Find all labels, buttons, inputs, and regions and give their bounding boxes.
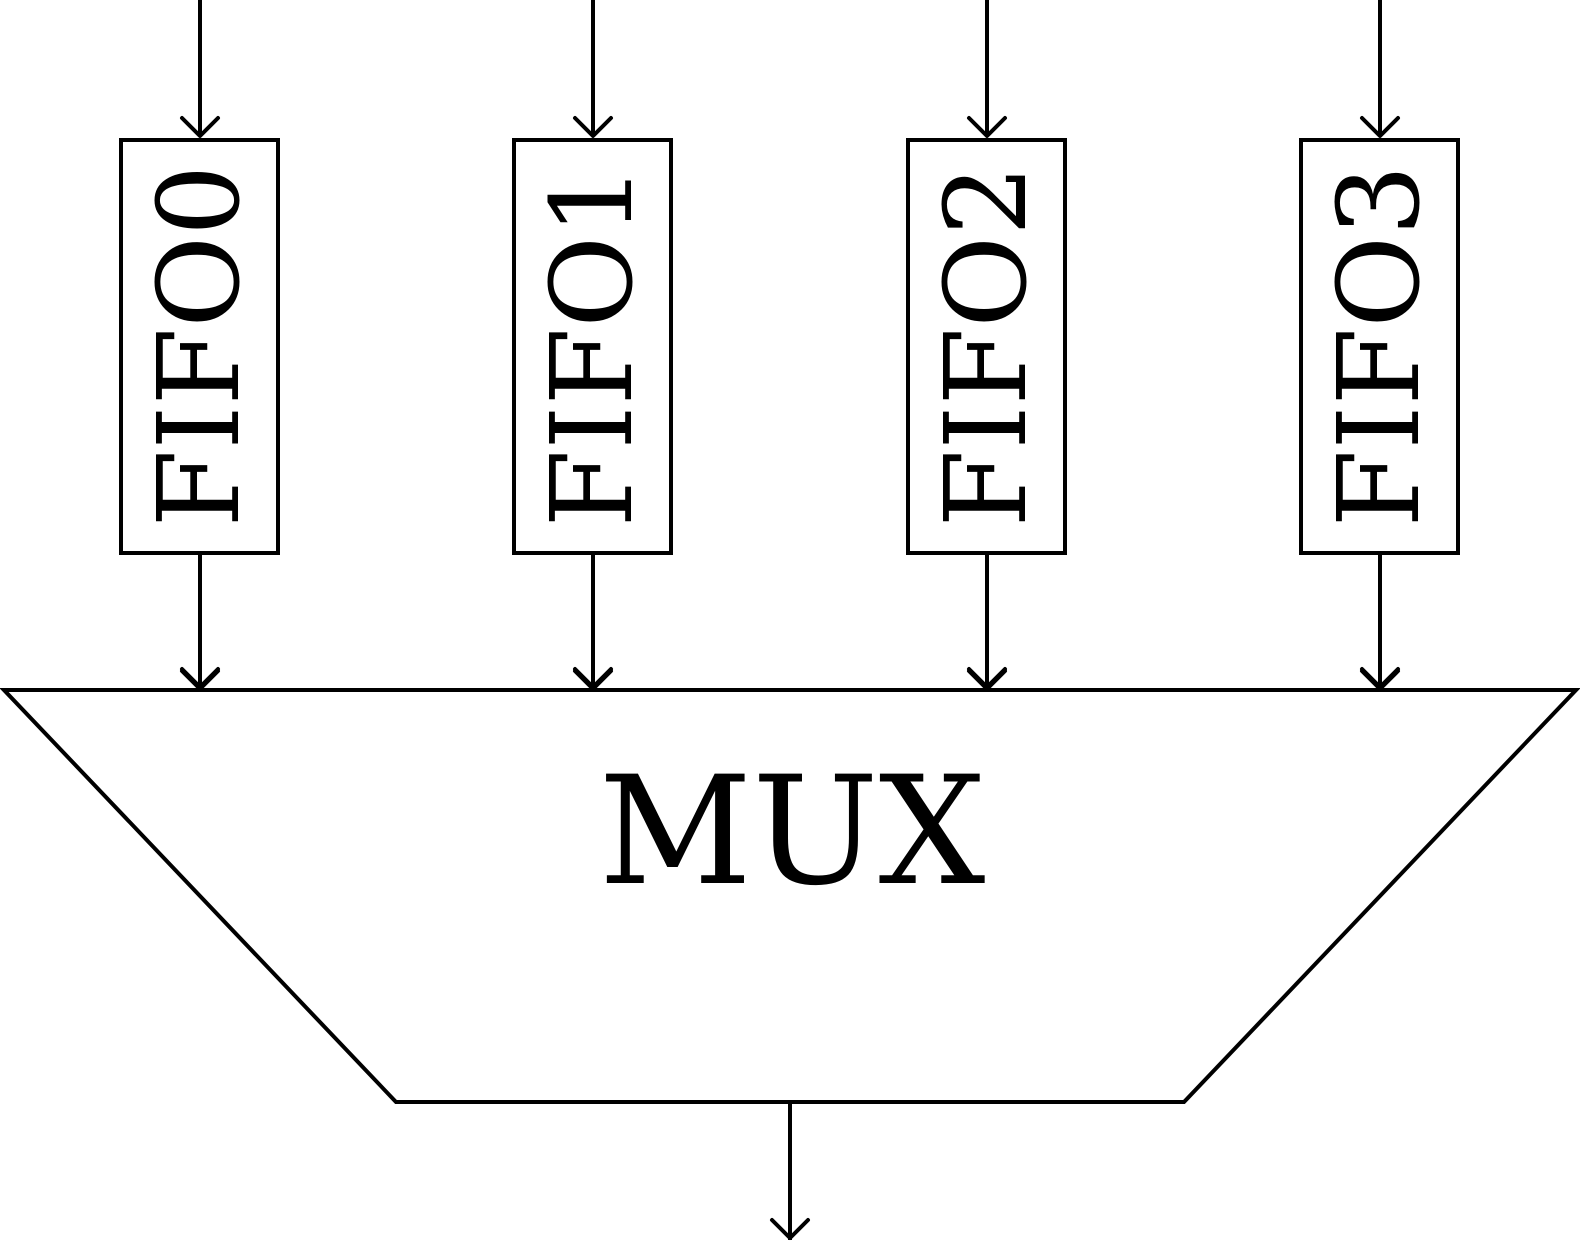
fifo-3-label: FIFO3 (1315, 165, 1445, 528)
fifo-0: FIFO0 (119, 0, 280, 689)
fifo-2-input-arrowhead (967, 116, 1007, 138)
fifo-3-output-arrowhead-tip (1360, 669, 1400, 691)
fifo-1-box (512, 138, 673, 555)
fifo-2: FIFO2 (906, 0, 1067, 689)
fifo-1: FIFO1 (512, 0, 673, 689)
mux: MUX (0, 669, 1580, 1104)
fifo-3-box (1299, 138, 1460, 555)
mux-output (770, 1102, 810, 1240)
fifo-0-output-arrowhead-tip (180, 669, 220, 691)
fifo-2-output-arrowhead-tip (967, 669, 1007, 691)
fifo-3: FIFO3 (1299, 0, 1460, 689)
mux-label: MUX (599, 745, 986, 919)
fifo-0-input-arrowhead (180, 116, 220, 138)
mux-output-arrowhead (770, 1218, 810, 1240)
fifo-1-label: FIFO1 (528, 165, 658, 528)
fifo-0-label: FIFO0 (135, 165, 265, 528)
fifo-1-input-arrowhead (573, 116, 613, 138)
fifo-3-input-arrowhead (1360, 116, 1400, 138)
fifo-2-label: FIFO2 (922, 165, 1052, 528)
fifo-1-output-arrowhead-tip (573, 669, 613, 691)
mux-shape (0, 688, 1580, 1104)
fifo-0-box (119, 138, 280, 555)
